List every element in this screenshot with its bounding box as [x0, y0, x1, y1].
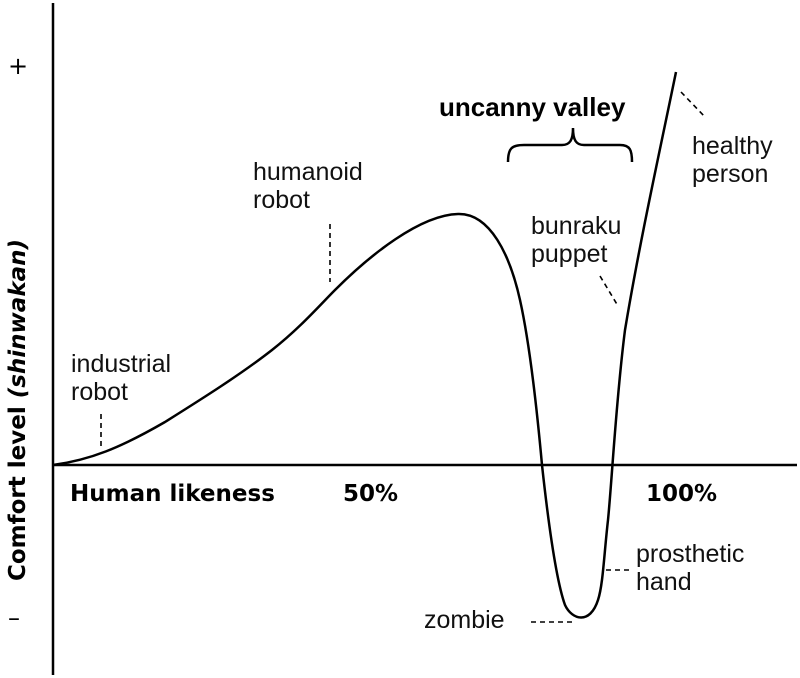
annotation-humanoid-line1: humanoid	[253, 158, 363, 186]
healthy-person-leader	[680, 91, 706, 118]
annotation-healthy-line2: person	[692, 160, 769, 188]
annotation-bunraku-line1: bunraku	[531, 212, 622, 240]
annotation-industrial-line2: robot	[71, 378, 128, 406]
y-tick-minus: –	[8, 604, 20, 632]
annotation-prosthetic-line1: prosthetic	[636, 540, 745, 568]
uncanny-valley-brace	[506, 127, 634, 163]
annotation-humanoid-robot: humanoid robot	[253, 158, 363, 214]
annotation-bunraku-line2: puppet	[531, 240, 608, 268]
annotation-prosthetic-hand: prosthetic hand	[636, 540, 744, 596]
x-axis-label: Human likeness	[70, 481, 275, 507]
bunraku-puppet-leader	[599, 275, 619, 307]
annotation-prosthetic-line2: hand	[636, 568, 692, 596]
comfort-curve	[52, 71, 678, 619]
x-tick-100: 100%	[646, 481, 718, 507]
annotation-humanoid-line2: robot	[253, 186, 310, 214]
chart-title: uncanny valley	[439, 92, 626, 122]
annotation-healthy-line1: healthy	[692, 132, 773, 160]
annotation-industrial-robot: industrial robot	[71, 350, 171, 406]
y-axis-label: Comfort level (shinwakan)	[5, 239, 31, 581]
leader-lines	[100, 91, 706, 623]
x-tick-50: 50%	[343, 481, 399, 507]
y-tick-plus: +	[8, 52, 29, 80]
y-axis-label-italic: (shinwakan)	[5, 238, 31, 399]
annotation-zombie: zombie	[424, 606, 505, 634]
annotation-industrial-line1: industrial	[71, 350, 172, 378]
y-axis-label-main: Comfort level	[5, 398, 31, 582]
annotation-bunraku-puppet: bunraku puppet	[531, 212, 621, 268]
annotation-healthy-person: healthy person	[692, 132, 773, 188]
